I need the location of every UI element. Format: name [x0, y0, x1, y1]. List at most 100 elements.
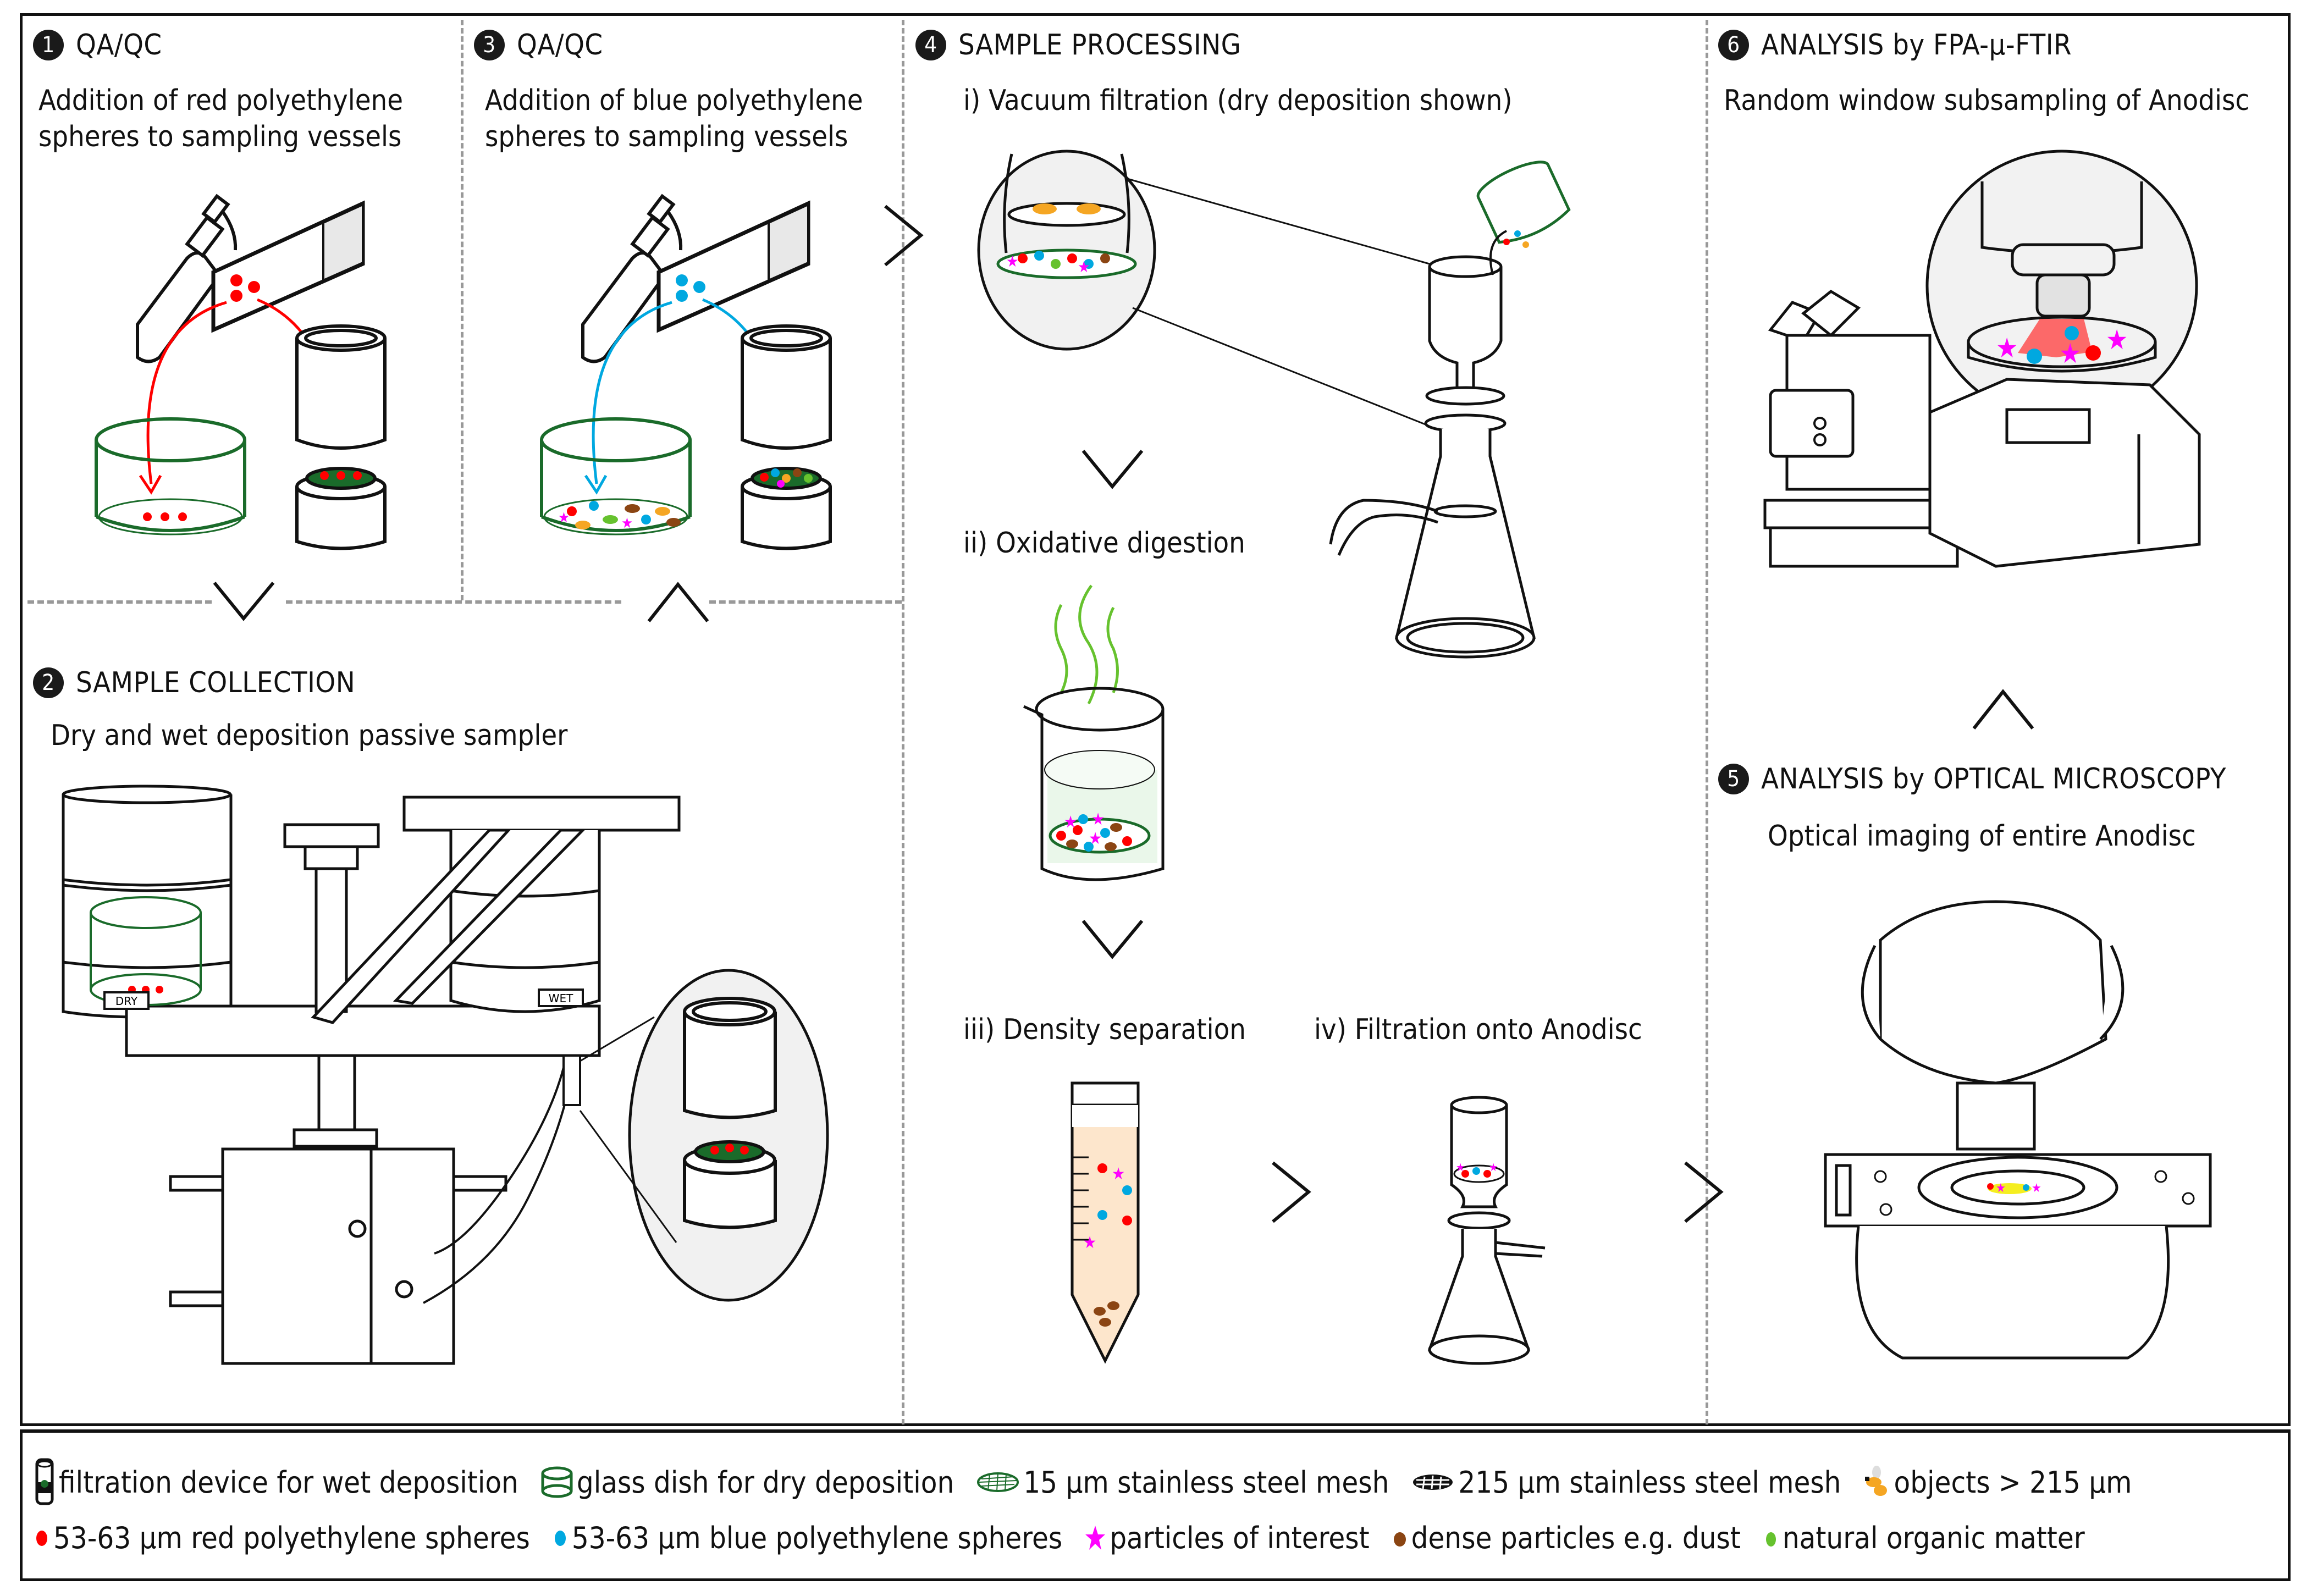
- optical-microscope-illustration: ★★: [1824, 900, 2212, 1360]
- blue-sphere-icon: [554, 1530, 566, 1546]
- section-5-title: 5 ANALYSIS by OPTICAL MICROSCOPY: [1718, 763, 2226, 796]
- section-3-illustration: ★★: [540, 194, 832, 550]
- chevron-down-icon: [1081, 920, 1144, 959]
- density-separation-tube-illustration: ★★: [1071, 1081, 1140, 1364]
- section-4-title: 4 SAMPLE PROCESSING: [915, 29, 1241, 62]
- step-number-badge: 4: [915, 30, 946, 60]
- legend-item: 53-63 µm blue polyethylene spheres: [552, 1521, 1062, 1555]
- anodisc-filtration-illustration: ★★: [1427, 1096, 1546, 1365]
- legend-item: filtration device for wet deposition: [34, 1457, 518, 1507]
- section-title-text: ANALYSIS by FPA-µ-FTIR: [1761, 29, 2072, 62]
- step-number-badge: 1: [33, 30, 64, 60]
- section-title-text: SAMPLE PROCESSING: [958, 29, 1241, 62]
- svg-text:★: ★: [1091, 810, 1105, 829]
- divider-s3-s4: [902, 20, 904, 1424]
- passive-sampler-illustration: DRY WET: [62, 785, 829, 1365]
- legend-item: 15 µm stainless steel mesh: [976, 1465, 1389, 1500]
- chevron-up-icon: [647, 582, 709, 622]
- glass-dish-icon: [95, 417, 246, 535]
- legend-item: objects > 215 µm: [1863, 1465, 2132, 1500]
- legend-row-2: 53-63 µm red polyethylene spheres 53-63 …: [34, 1521, 2107, 1555]
- svg-text:★: ★: [1996, 1181, 2006, 1195]
- step-number-badge: 5: [1718, 764, 1749, 794]
- filtration-device-icon: [741, 324, 832, 550]
- step-ii-label: ii) Oxidative digestion: [963, 527, 1245, 560]
- spray-bottle-icon: [136, 194, 238, 363]
- mesh-15-icon: [977, 1472, 1019, 1492]
- chevron-down-icon: [213, 582, 275, 621]
- section-title-text: QA/QC: [76, 29, 162, 62]
- legend-label: particles of interest: [1110, 1521, 1370, 1555]
- legend-label: objects > 215 µm: [1894, 1465, 2132, 1500]
- svg-text:★: ★: [1112, 1164, 1125, 1184]
- ftir-microscope-illustration: ★ ★ ★: [1763, 150, 2201, 568]
- brown-dot-icon: [1393, 1532, 1406, 1547]
- section-title-text: SAMPLE COLLECTION: [76, 666, 356, 699]
- legend-label: glass dish for dry deposition: [576, 1465, 954, 1500]
- svg-text:★: ★: [621, 515, 633, 532]
- section-1-subtitle: Addition of red polyethylene spheres to …: [38, 82, 403, 155]
- section-6-subtitle: Random window subsampling of Anodisc: [1724, 84, 2250, 117]
- divider-s4-s6: [1706, 20, 1708, 1424]
- glass-dish-icon: [541, 1466, 573, 1498]
- legend-label: 53-63 µm blue polyethylene spheres: [571, 1521, 1063, 1555]
- legend-item: 53-63 µm red polyethylene spheres: [34, 1521, 530, 1555]
- step-iii-label: iii) Density separation: [963, 1013, 1246, 1046]
- legend-label: 53-63 µm red polyethylene spheres: [53, 1521, 530, 1555]
- oxidative-digestion-illustration: ★★★: [1023, 584, 1165, 881]
- subtitle-line: spheres to sampling vessels: [485, 120, 848, 153]
- step-i-label: i) Vacuum filtration (dry deposition sho…: [963, 84, 1513, 117]
- svg-text:★: ★: [1996, 332, 2018, 364]
- chevron-down-icon: [1081, 450, 1144, 489]
- divider-s1-s2-mid: [286, 600, 621, 604]
- legend-item: glass dish for dry deposition: [540, 1465, 954, 1500]
- red-sphere-icon: [36, 1530, 47, 1546]
- chevron-right-icon: [1684, 1161, 1724, 1223]
- step-number-badge: 2: [33, 667, 64, 698]
- chevron-up-icon: [1972, 689, 2034, 730]
- stage-holes: [1874, 1170, 2195, 1216]
- section-title-text: ANALYSIS by OPTICAL MICROSCOPY: [1761, 763, 2226, 796]
- legend-row-1: filtration device for wet deposition gla…: [34, 1457, 2154, 1507]
- spray-bottle-icon: [581, 194, 683, 363]
- filtration-device-icon: [295, 324, 387, 550]
- svg-text:★: ★: [1078, 258, 1090, 276]
- legend-label: 15 µm stainless steel mesh: [1023, 1465, 1389, 1500]
- section-5-subtitle: Optical imaging of entire Anodisc: [1768, 820, 2196, 853]
- legend-item: 215 µm stainless steel mesh: [1411, 1465, 1841, 1500]
- divider-s1-s3: [461, 20, 463, 600]
- green-dot-icon: [1765, 1532, 1776, 1547]
- mesh-215-icon: [1413, 1474, 1453, 1490]
- divider-s1-s2-right: [709, 600, 902, 604]
- step-number-badge: 6: [1718, 30, 1749, 60]
- section-2-title: 2 SAMPLE COLLECTION: [33, 666, 355, 699]
- svg-text:★: ★: [1064, 813, 1077, 832]
- section-1-illustration: [95, 194, 387, 550]
- dry-bucket: [62, 794, 233, 1019]
- filtration-device-icon: [35, 1458, 54, 1505]
- step-iv-label: iv) Filtration onto Anodisc: [1314, 1013, 1642, 1046]
- legend-item: particles of interest: [1084, 1521, 1370, 1555]
- section-3-subtitle: Addition of blue polyethylene spheres to…: [485, 82, 863, 155]
- subtitle-line: Addition of red polyethylene: [38, 84, 403, 117]
- step-number-badge: 3: [474, 30, 505, 60]
- glass-slide-icon: [656, 200, 810, 333]
- section-6-title: 6 ANALYSIS by FPA-µ-FTIR: [1718, 29, 2072, 62]
- legend-label: 215 µm stainless steel mesh: [1458, 1465, 1841, 1500]
- section-2-subtitle: Dry and wet deposition passive sampler: [51, 719, 568, 752]
- particles-in-dish: ★★: [558, 501, 681, 532]
- subtitle-line: Addition of blue polyethylene: [485, 84, 863, 117]
- svg-text:★: ★: [1089, 829, 1102, 848]
- legend-item: dense particles e.g. dust: [1392, 1521, 1741, 1555]
- glass-dish-icon: [1476, 161, 1571, 244]
- large-objects-icon: [1865, 1466, 1888, 1496]
- svg-text:★: ★: [2032, 1181, 2041, 1195]
- svg-text:★: ★: [1006, 252, 1019, 270]
- legend-label: dense particles e.g. dust: [1411, 1521, 1741, 1555]
- section-title-text: QA/QC: [517, 29, 603, 62]
- chevron-right-icon: [884, 205, 924, 267]
- zoom-bubble-filtration-device: [579, 969, 829, 1302]
- particles: ★★★: [1056, 810, 1132, 852]
- svg-text:★: ★: [1083, 1233, 1096, 1252]
- star-icon: [1085, 1525, 1106, 1550]
